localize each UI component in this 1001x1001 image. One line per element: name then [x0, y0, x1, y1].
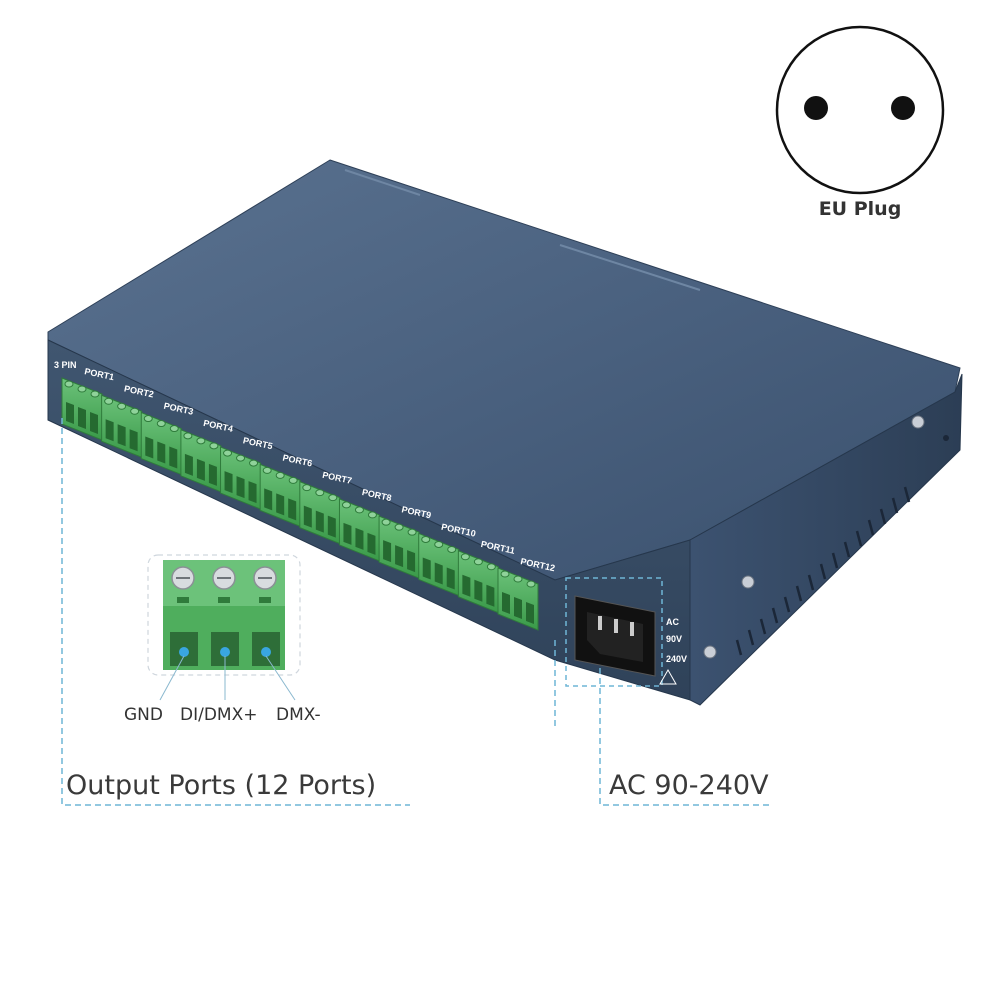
closeup-sockets: [170, 632, 280, 666]
power-inlet: AC 90V 240V: [565, 577, 687, 687]
warning-icon: [659, 668, 677, 685]
pin-header-label: 3 PIN: [54, 360, 77, 370]
terminal-closeup: [147, 554, 301, 701]
terminal-block: [180, 429, 222, 493]
eu-plug-caption: EU Plug: [818, 198, 902, 220]
ac-input-caption: AC 90-240V: [609, 770, 769, 801]
terminal-block: [497, 567, 539, 631]
top-seam: [344, 169, 421, 196]
output-ports-caption: Output Ports (12 Ports): [66, 770, 377, 801]
top-seam: [559, 244, 701, 291]
closeup-screws: [171, 566, 277, 603]
ac-callout-bracket: [599, 668, 770, 806]
terminal-block: [299, 480, 341, 545]
terminal-block: [378, 515, 420, 579]
device-side-face: [689, 373, 963, 706]
inlet-mark: 240V: [666, 654, 687, 664]
terminal-block: [457, 549, 499, 614]
terminal-block: [259, 463, 301, 528]
screws: [703, 415, 949, 659]
terminal-block: [220, 446, 262, 510]
terminal-block: [418, 532, 460, 597]
pin-label-gnd: GND: [124, 705, 163, 725]
terminal-block: [61, 377, 103, 441]
terminal-block: [338, 498, 380, 562]
side-vents: [735, 486, 911, 656]
eu-plug-icon: [775, 25, 945, 195]
inlet-mark: AC: [666, 617, 679, 627]
pin-label-di-dmx-plus: DI/DMX+: [180, 705, 258, 725]
inlet-mark: 90V: [666, 634, 682, 644]
pin-label-dmx-minus: DMX-: [276, 705, 321, 725]
terminal-block: [101, 394, 143, 459]
